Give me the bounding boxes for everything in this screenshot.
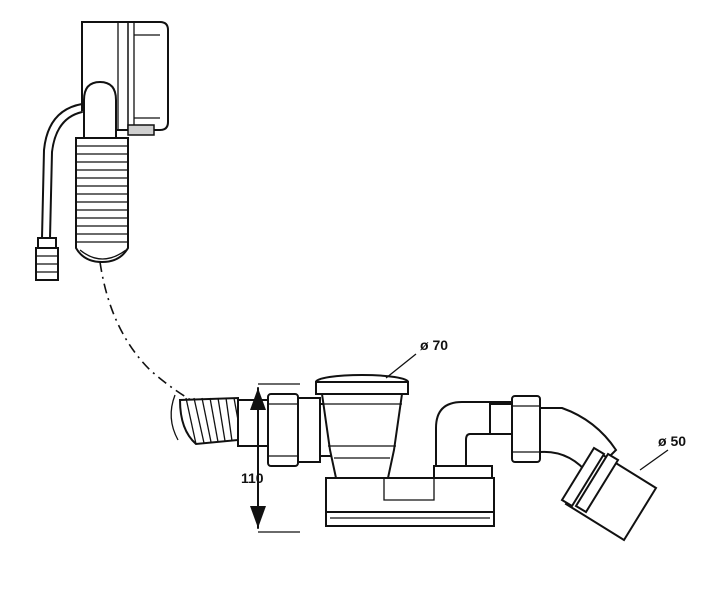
outlet-pipe-50 (560, 446, 658, 542)
overflow-hose-ribs (76, 145, 128, 243)
height-label: 110 (241, 470, 264, 486)
overflow-assembly (35, 21, 169, 281)
flexible-hose-centerline (99, 261, 201, 406)
diameter-70-callout: ø 70 (385, 337, 448, 379)
height-dimension: 110 (241, 383, 300, 533)
trap-body (315, 374, 495, 527)
diameter-50-label: ø 50 (658, 433, 686, 449)
dimension-arrow-down-icon (250, 506, 266, 528)
dimension-arrow-up-icon (250, 388, 266, 410)
diameter-70-label: ø 70 (420, 337, 448, 353)
inlet-union-nut (267, 393, 333, 467)
diameter-50-callout: ø 50 (639, 433, 686, 471)
